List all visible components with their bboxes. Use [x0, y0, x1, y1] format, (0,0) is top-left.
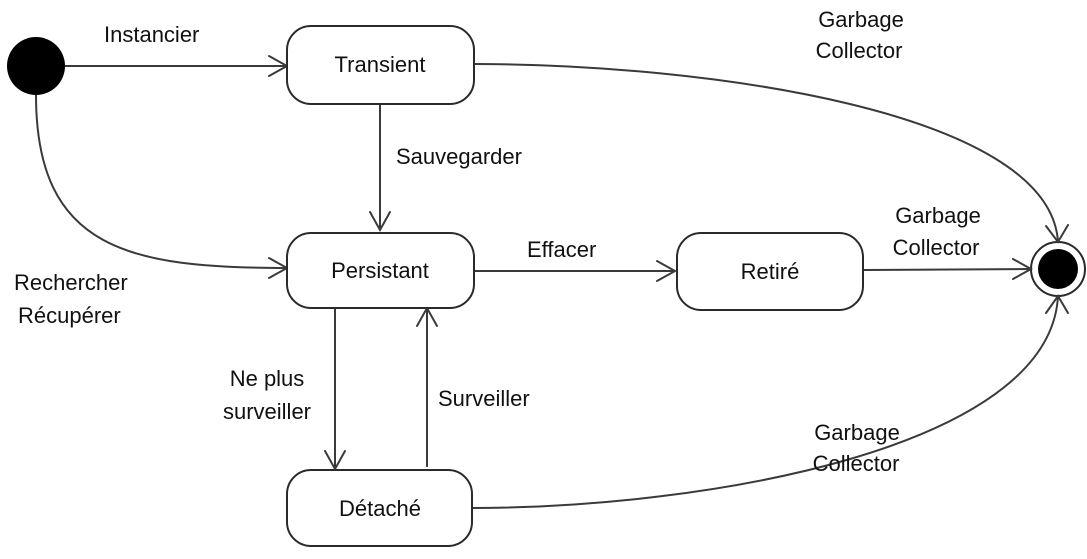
edge-gc-detache — [471, 295, 1059, 509]
label-gc-bottom-line2: Collector — [813, 451, 900, 476]
edge-gc-retire — [862, 268, 1032, 271]
edge-gc-transient — [473, 63, 1059, 243]
initial-state-node — [7, 37, 65, 95]
label-gc-mid-line1: Garbage — [895, 203, 981, 228]
arrowhead-gc-retire — [1012, 258, 1034, 280]
label-ne-plus-line2: surveiller — [223, 399, 311, 424]
arrowhead-effacer — [656, 260, 678, 282]
label-rechercher-line2: Récupérer — [18, 303, 121, 328]
label-gc-bottom-line1: Garbage — [814, 420, 900, 445]
label-ne-plus-line1: Ne plus — [230, 366, 305, 391]
label-surveiller: Surveiller — [438, 386, 530, 411]
state-retire-label: Retiré — [741, 259, 800, 284]
arrowhead-gc-transient — [1045, 224, 1069, 244]
label-rechercher-line1: Rechercher — [14, 270, 128, 295]
state-transient-label: Transient — [335, 52, 426, 77]
state-detache: Détaché — [286, 469, 473, 547]
label-effacer: Effacer — [527, 237, 596, 262]
label-gc-top-line2: Collector — [816, 38, 903, 63]
state-persistant: Persistant — [286, 232, 475, 309]
final-state-node — [1030, 241, 1086, 297]
state-transient: Transient — [286, 25, 475, 105]
arrowhead-sauvegarder — [369, 211, 391, 233]
label-gc-mid-line2: Collector — [893, 235, 980, 260]
label-gc-top-line1: Garbage — [818, 7, 904, 32]
state-retire: Retiré — [676, 232, 864, 311]
arrowhead-gc-detache — [1045, 294, 1069, 314]
label-instancier: Instancier — [104, 22, 199, 47]
label-sauvegarder: Sauvegarder — [396, 144, 522, 169]
edge-rechercher — [35, 94, 288, 269]
state-detache-label: Détaché — [339, 496, 421, 521]
state-persistant-label: Persistant — [331, 258, 429, 283]
